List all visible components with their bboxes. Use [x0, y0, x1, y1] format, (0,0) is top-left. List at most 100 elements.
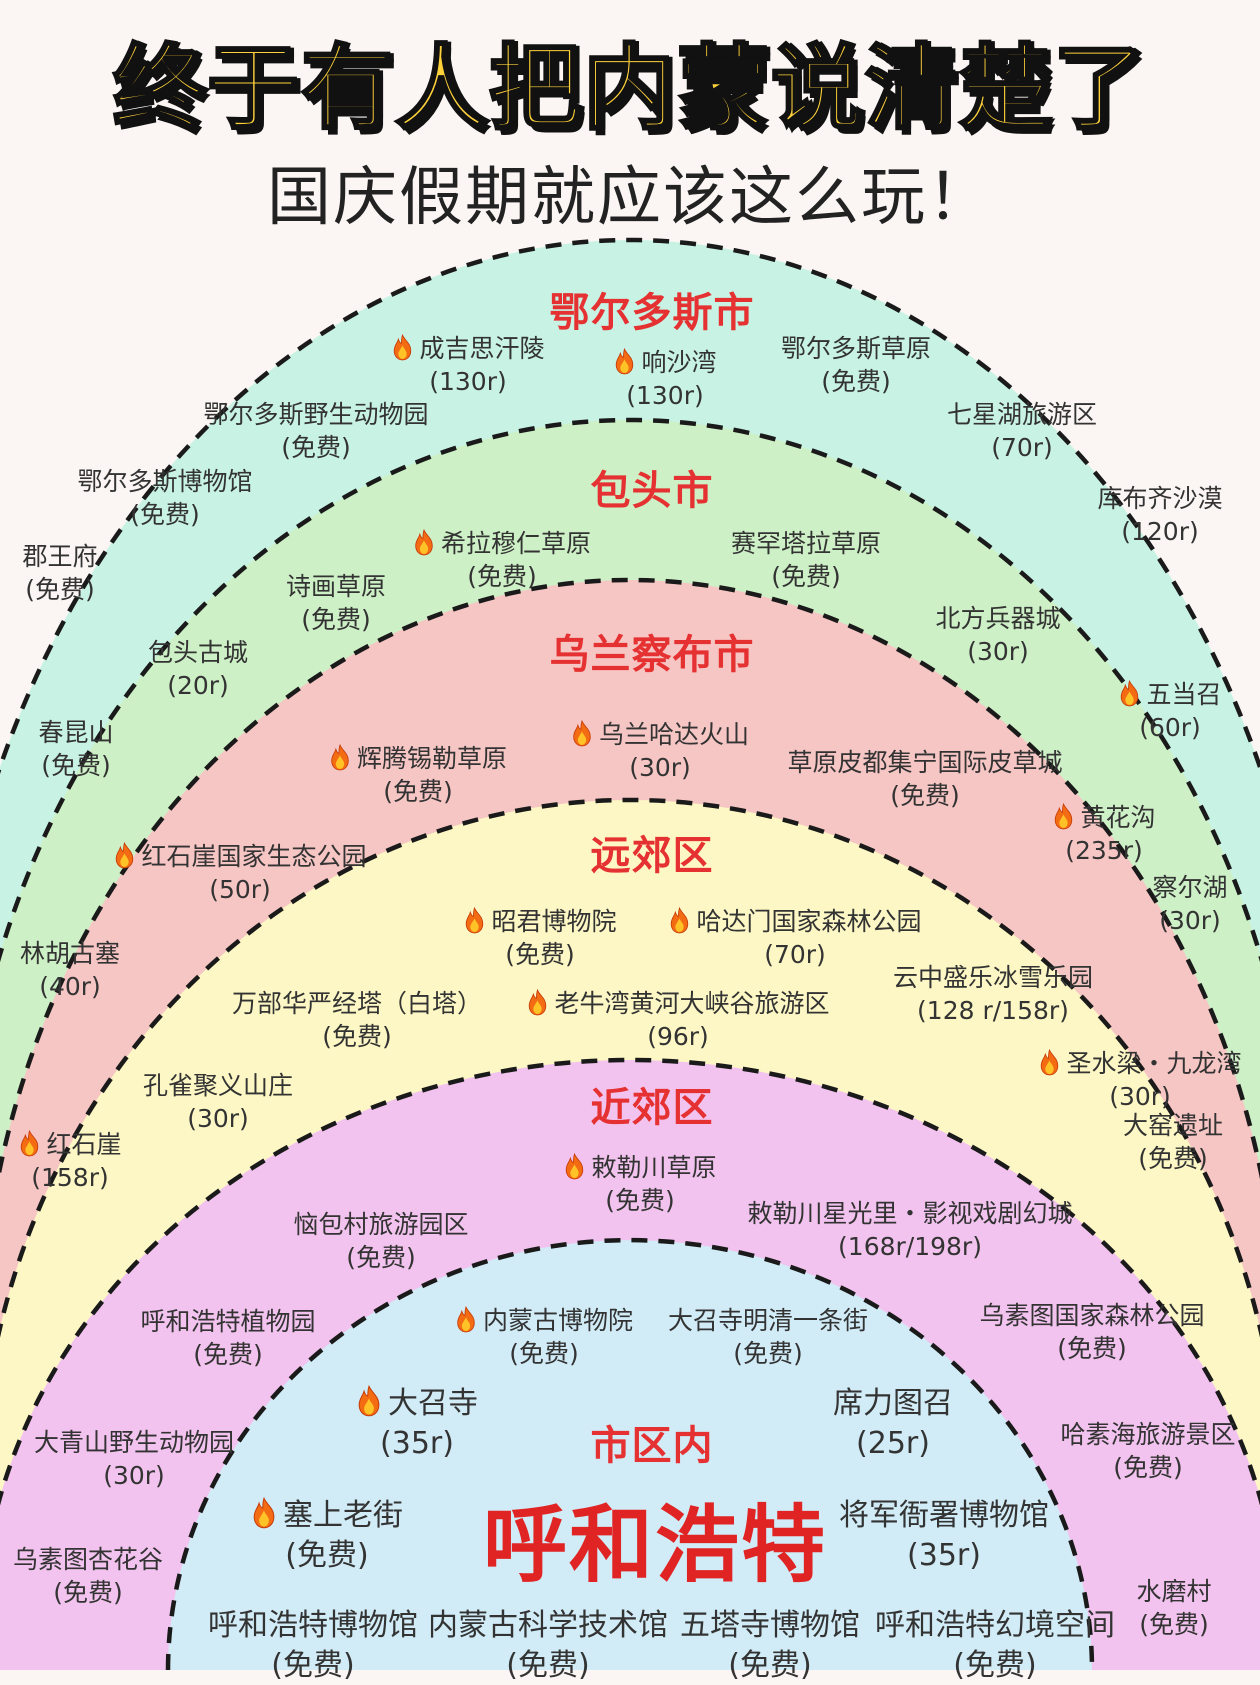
attraction-name: 鄂尔多斯草原	[780, 334, 932, 363]
fire-icon	[615, 348, 634, 375]
attraction-price: (130r)	[429, 367, 507, 396]
attraction-name-line: 大召寺明清一条街	[668, 1306, 868, 1335]
attraction-price: (免费)	[1057, 1334, 1127, 1363]
attraction-name: 草原皮都集宁国际皮草城	[787, 748, 1063, 777]
ordos-dashed-border	[0, 237, 1260, 775]
attraction-price: (30r)	[103, 1461, 165, 1490]
attraction-price: (免费)	[605, 1186, 675, 1215]
attraction-name-line: 恼包村旅游园区	[293, 1210, 468, 1239]
attraction-8: 希拉穆仁草原 (免费)	[413, 527, 591, 593]
attraction-name: 塞上老街	[283, 1498, 403, 1533]
attraction-price: (免费)	[1139, 1610, 1209, 1639]
attraction-name: 乌素图国家森林公园	[979, 1301, 1205, 1330]
attraction-2: 鄂尔多斯草原(免费)	[781, 332, 931, 398]
attraction-name: 赛罕塔拉草原	[730, 529, 882, 558]
attraction-name-line: 塞上老街	[251, 1497, 403, 1533]
attraction-price: (128 r/158r)	[917, 996, 1069, 1025]
attraction-price: (免费)	[322, 1022, 392, 1051]
attraction-price: (70r)	[764, 940, 826, 969]
attraction-name-line: 老牛湾黄河大峡谷旅游区	[526, 989, 830, 1018]
attraction-price: (免费)	[509, 1339, 579, 1368]
attraction-name-line: 席力图召	[833, 1386, 953, 1421]
attraction-name-line: 诗画草原	[286, 572, 386, 601]
attraction-price: (60r)	[1139, 713, 1201, 742]
attraction-price: (免费)	[733, 1339, 803, 1368]
attraction-name: 内蒙古博物院	[482, 1306, 634, 1335]
attraction-name: 乌兰哈达火山	[598, 720, 750, 749]
zone-title-ordos: 鄂尔多斯市	[549, 290, 755, 336]
zone-title-baotou: 包头市	[590, 468, 714, 514]
attraction-price: (96r)	[647, 1022, 709, 1051]
attraction-price: (25r)	[856, 1425, 930, 1461]
attraction-name-line: 乌素图国家森林公园	[979, 1301, 1204, 1330]
attraction-name-line: 希拉穆仁草原	[413, 529, 591, 558]
attraction-name-line: 红石崖	[18, 1130, 122, 1159]
attraction-name-line: 乌素图杏花谷	[13, 1545, 163, 1574]
attraction-name: 林胡古塞	[19, 939, 121, 968]
attraction-41: 哈素海旅游景区(免费)	[1060, 1418, 1235, 1484]
attraction-name-line: 春昆山	[38, 718, 113, 747]
attraction-price: (30r)	[629, 753, 691, 782]
attraction-name: 郡王府	[22, 542, 98, 571]
attraction-name: 辉腾锡勒草原	[356, 744, 508, 773]
attraction-name: 乌素图杏花谷	[12, 1545, 164, 1574]
fire-icon	[331, 744, 349, 771]
attraction-name: 五当召	[1146, 680, 1222, 709]
attraction-price: (免费)	[281, 433, 351, 462]
fire-icon	[415, 529, 433, 556]
attraction-39: 席力图召 (25r)	[833, 1384, 953, 1463]
attraction-name: 鄂尔多斯野生动物园	[203, 400, 429, 429]
attraction-name: 内蒙古科学技术馆	[428, 1608, 668, 1643]
attraction-28: 孔雀聚义山庄(30r)	[143, 1069, 293, 1135]
attraction-price: (免费)	[728, 1647, 812, 1683]
attraction-34: 呼和浩特植物园(免费)	[140, 1305, 315, 1371]
fire-icon	[393, 334, 412, 361]
attraction-name: 包头古城	[147, 638, 249, 667]
attraction-price: (免费)	[301, 605, 371, 634]
attraction-price: (235r)	[1065, 836, 1143, 865]
attraction-name-line: 库布齐沙漠	[1097, 484, 1222, 513]
attraction-35: 内蒙古博物院 (免费)	[455, 1304, 633, 1370]
attraction-name: 大青山野生动物园	[33, 1428, 235, 1457]
attraction-price: (免费)	[271, 1647, 355, 1683]
attraction-price: (免费)	[25, 575, 95, 604]
zone-title-ulanqab: 乌兰察布市	[549, 632, 755, 678]
attraction-38: 大召寺(35r)	[356, 1384, 478, 1463]
attraction-name-line: 响沙湾	[613, 348, 717, 377]
attraction-43: 将军衙署博物馆(35r)	[839, 1496, 1049, 1575]
attraction-46: 呼和浩特博物馆 (免费)	[208, 1606, 418, 1685]
attraction-name-line: 呼和浩特博物馆	[208, 1608, 418, 1643]
attraction-name: 响沙湾	[641, 348, 717, 377]
attraction-price: (20r)	[167, 671, 229, 700]
attraction-price: (免费)	[953, 1647, 1037, 1683]
attraction-name: 水磨村	[1136, 1577, 1212, 1606]
attraction-name: 大窑遗址	[1122, 1111, 1224, 1140]
attraction-17: 草原皮都集宁国际皮草城 (免费)	[787, 746, 1062, 812]
attraction-price: (免费)	[506, 1647, 590, 1683]
attraction-price: (免费)	[53, 1578, 123, 1607]
attraction-name: 红石崖	[46, 1130, 122, 1159]
attraction-name: 七星湖旅游区	[946, 400, 1098, 429]
attraction-name: 鄂尔多斯博物馆	[77, 467, 253, 496]
zone-title-inner-suburbs: 近郊区	[590, 1085, 714, 1131]
attraction-name-line: 北方兵器城	[935, 604, 1060, 633]
attraction-price: (免费)	[467, 562, 537, 591]
attraction-name: 察尔湖	[1152, 873, 1228, 902]
fire-icon	[358, 1385, 380, 1417]
attraction-name-line: 万部华严经塔（白塔）	[232, 989, 482, 1018]
attraction-name: 成吉思汗陵	[419, 334, 545, 363]
attraction-name-line: 哈素海旅游景区	[1060, 1420, 1235, 1449]
fire-icon	[1120, 680, 1139, 707]
page-title: 终于有人把内蒙说清楚了	[111, 34, 1147, 144]
attraction-price: (70r)	[991, 433, 1053, 462]
fire-icon	[670, 907, 689, 934]
attraction-price: (158r)	[31, 1163, 109, 1192]
attraction-name-line: 呼和浩特植物园	[140, 1307, 315, 1336]
attraction-name-line: 昭君博物院	[463, 907, 617, 936]
attraction-31: 敕勒川草原(免费)	[563, 1151, 717, 1217]
attraction-13: 五当召 (60r)	[1118, 678, 1222, 744]
attraction-price: (免费)	[890, 781, 960, 810]
attraction-price: (30r)	[1109, 1082, 1171, 1111]
attraction-5: 鄂尔多斯博物馆(免费)	[77, 465, 252, 531]
attraction-name: 席力图召	[833, 1386, 953, 1421]
